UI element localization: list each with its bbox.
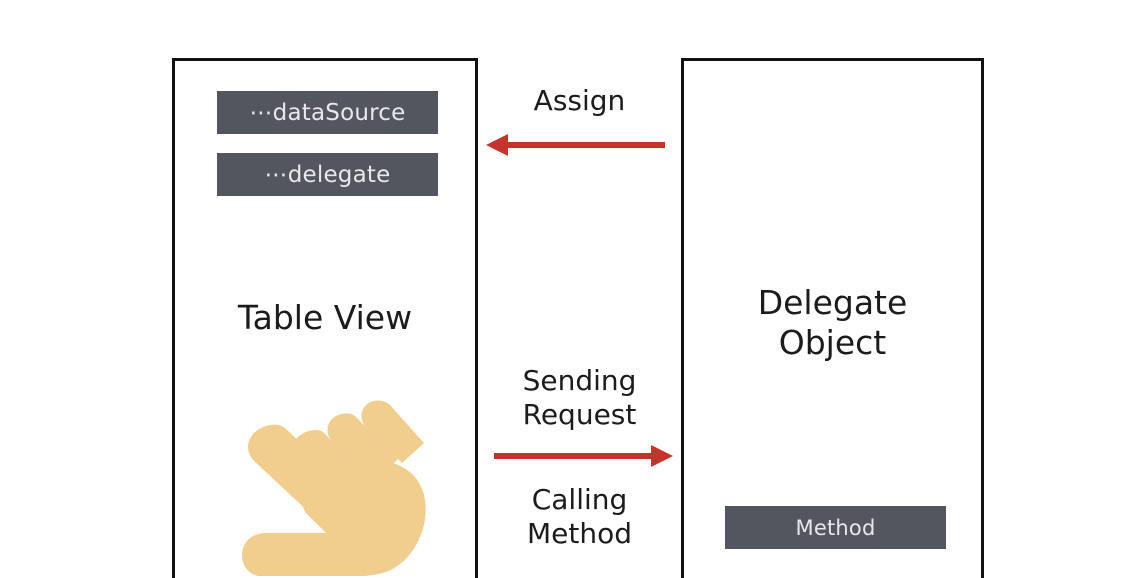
- arrow-assign-left-icon: [486, 134, 665, 156]
- chip-data-source: ⋯dataSource: [217, 91, 438, 134]
- middle-column: Assign Sending Request Calling Method: [478, 58, 681, 578]
- chip-method: Method: [725, 506, 946, 549]
- chip-delegate: ⋯delegate: [217, 153, 438, 196]
- pointing-hand-icon: [242, 400, 426, 576]
- panel-title-table-view: Table View: [237, 298, 413, 337]
- panel-table-view: ⋯dataSource ⋯delegate Table View: [172, 58, 478, 578]
- arrow-sending-request-right-icon: [494, 445, 673, 467]
- panel-title-delegate-object: Delegate Object: [757, 283, 908, 363]
- label-assign: Assign: [533, 84, 626, 117]
- panel-delegate-object: Delegate Object Method: [681, 58, 984, 578]
- label-calling-method: Calling Method: [526, 483, 632, 550]
- label-sending-request: Sending Request: [522, 364, 637, 431]
